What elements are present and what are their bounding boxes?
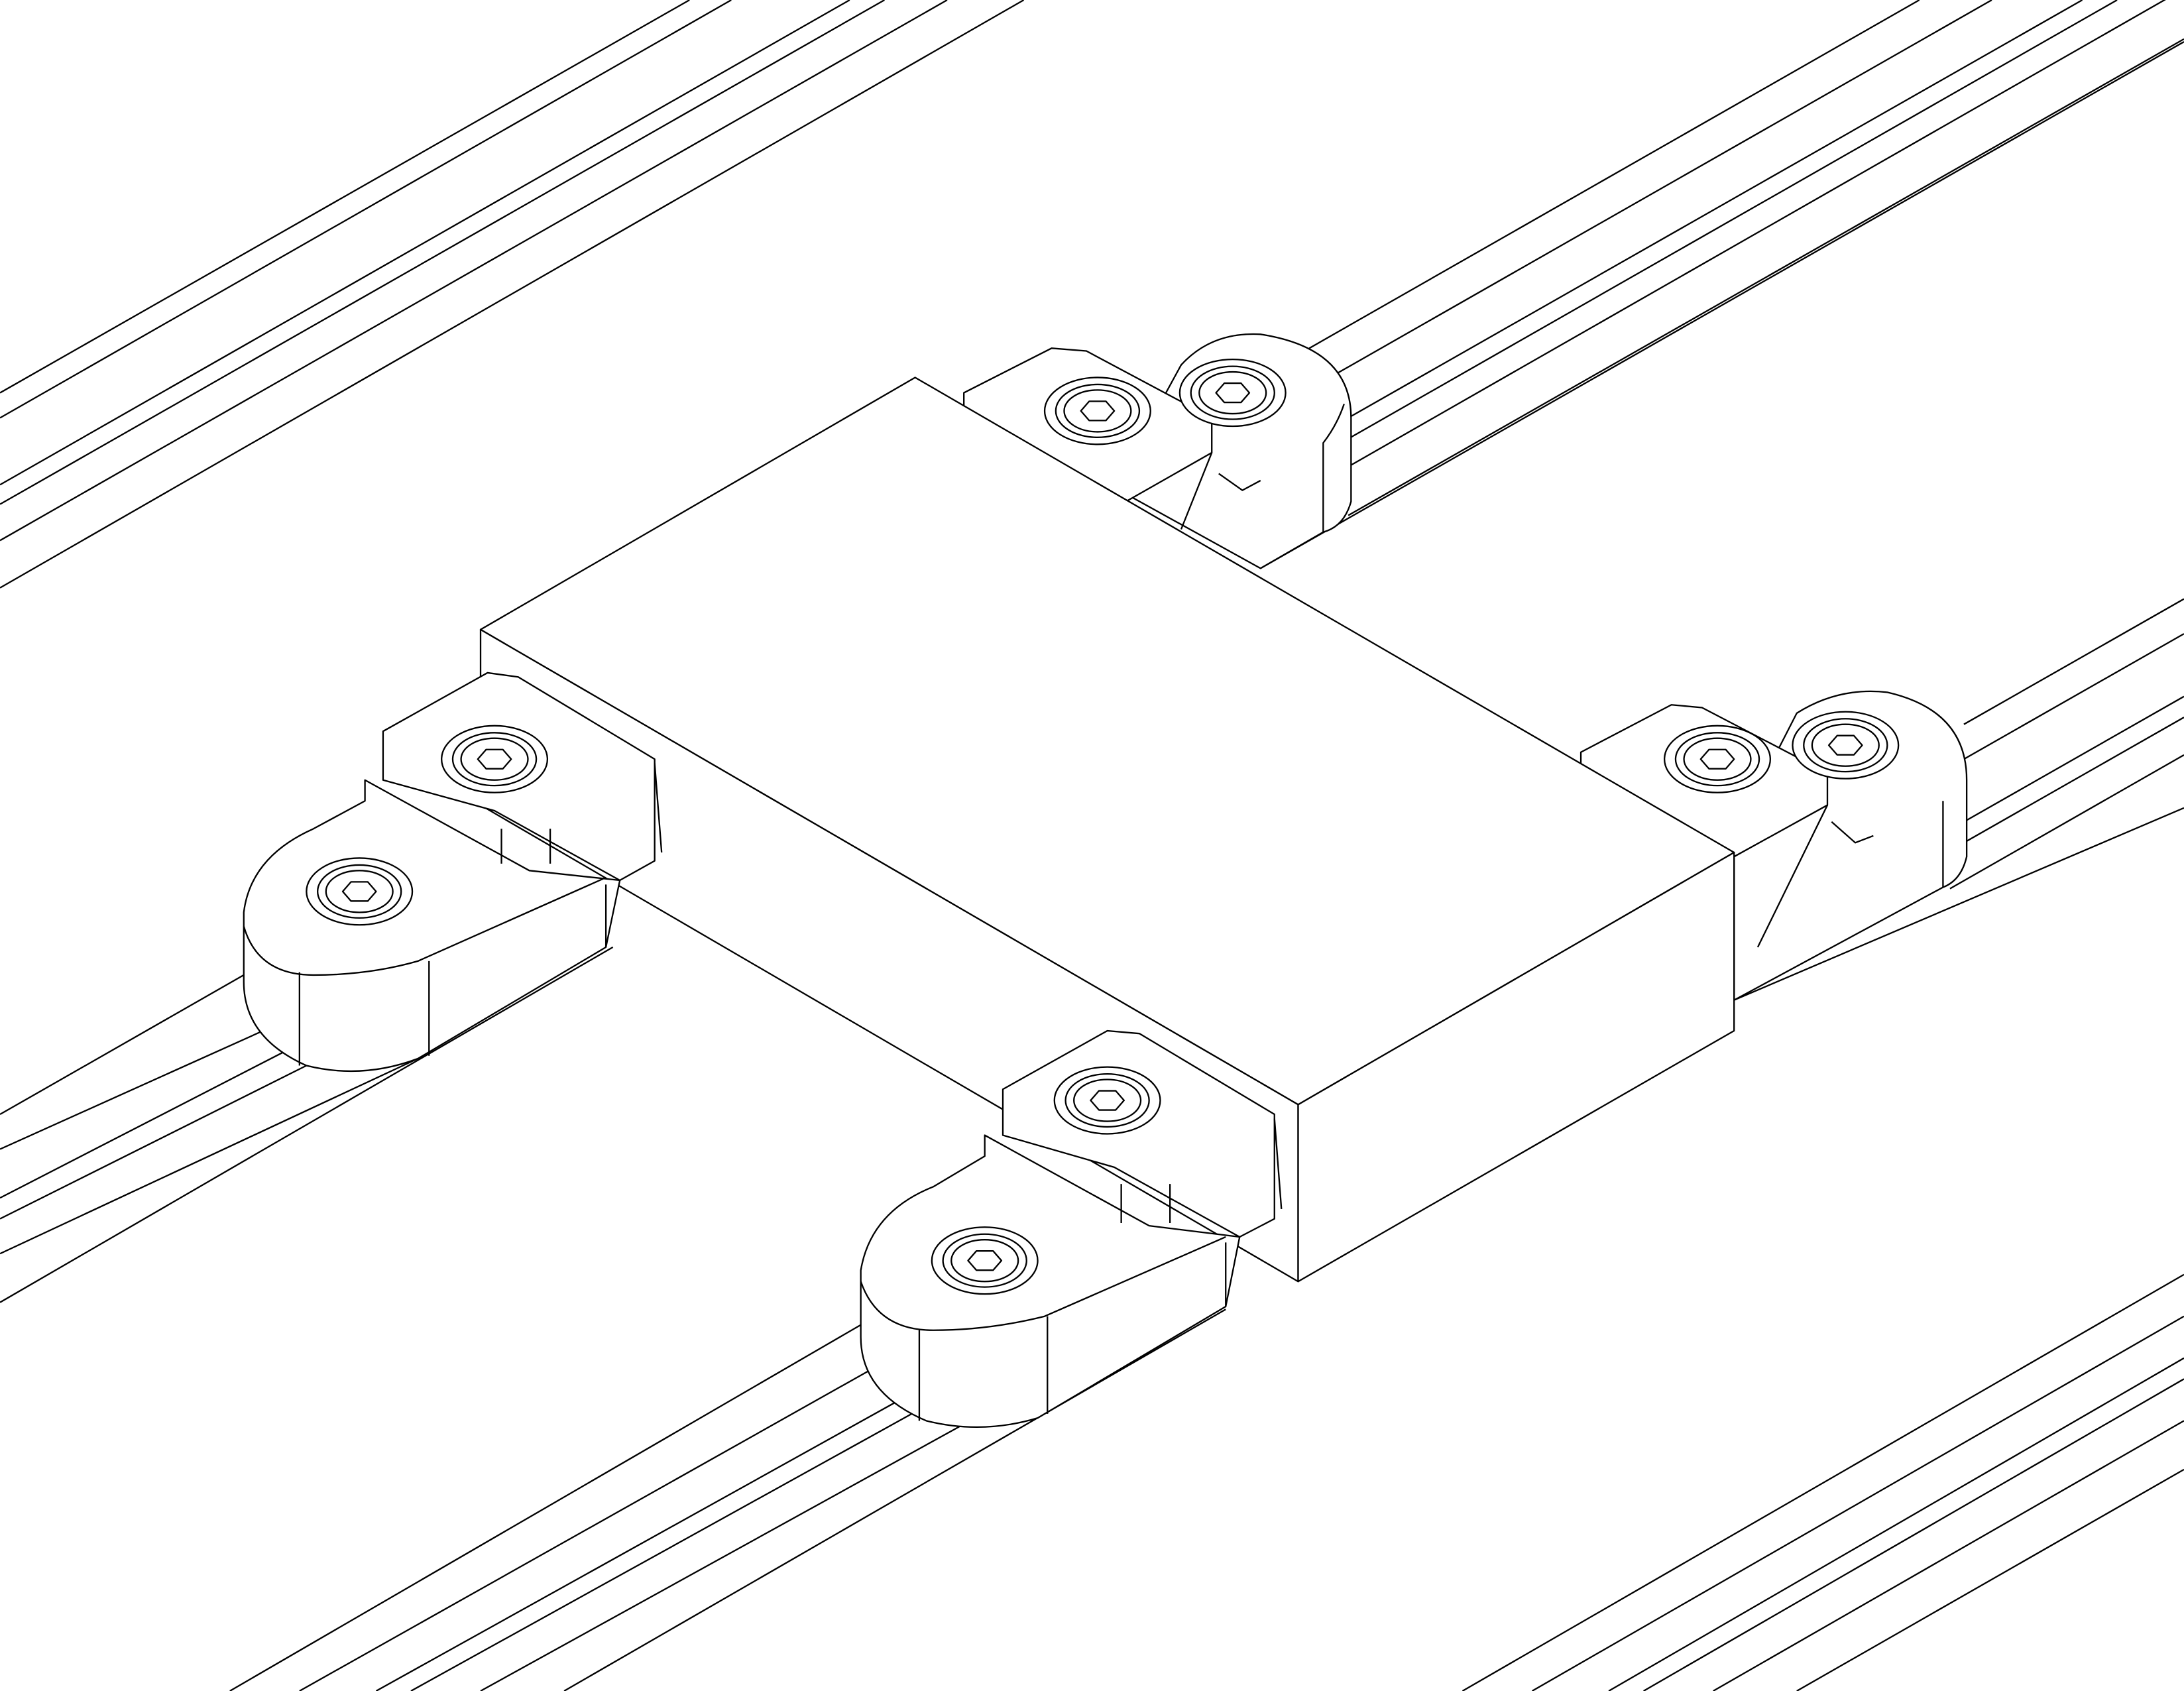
hex-socket — [1699, 748, 1735, 770]
rail-bottom — [229, 1309, 1226, 1691]
socket-head-bolt — [1043, 377, 1151, 445]
block-right-face — [1297, 851, 1735, 1283]
rail-bottom-right — [1462, 1273, 2184, 1691]
socket-head-bolt — [1053, 1066, 1161, 1135]
rail-right — [1733, 598, 2184, 1001]
socket-head-bolt — [306, 857, 414, 926]
hex-socket — [477, 748, 512, 770]
hex-socket — [1090, 1090, 1125, 1111]
socket-head-bolt — [931, 1226, 1039, 1295]
socket-head-bolt — [1178, 358, 1287, 428]
hex-socket — [1215, 382, 1251, 404]
rail-top-left — [0, 0, 1025, 589]
hex-socket — [341, 881, 377, 902]
hex-socket — [1827, 734, 1863, 756]
rail-top-right — [1260, 0, 2184, 569]
hex-socket — [967, 1250, 1003, 1271]
socket-head-bolt — [1663, 725, 1771, 793]
hex-socket — [1080, 400, 1116, 422]
socket-head-bolt — [441, 725, 549, 793]
socket-head-bolt — [1792, 711, 1900, 780]
rail-left — [0, 946, 614, 1303]
bolts — [306, 358, 1900, 1295]
